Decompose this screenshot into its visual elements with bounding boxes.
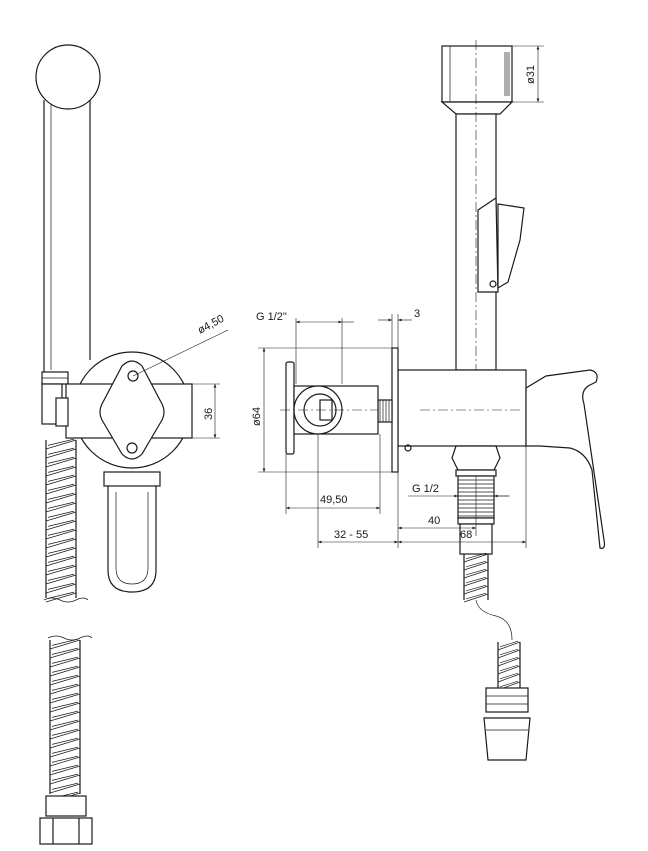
spray-head-side (440, 45, 514, 115)
hose-end-nut (39, 795, 93, 845)
wall-fitting (280, 361, 379, 455)
thread-outlet-label: G 1/2 (412, 483, 439, 495)
screw-hole-top (127, 370, 139, 382)
plate-width-label: 36 (203, 408, 215, 420)
lever-side (525, 369, 606, 549)
front-view: ø4,50 36 (35, 44, 229, 845)
thread-inlet-label: G 1/2" (256, 311, 287, 323)
thread-stub (377, 399, 393, 423)
spray-head-circle (35, 44, 101, 110)
adjust-range-label: 32 - 55 (334, 529, 368, 541)
hose-side (463, 552, 489, 603)
lever-front (107, 483, 157, 593)
head-diameter-label: ø31 (525, 65, 537, 84)
outlet-offset-label: 40 (428, 515, 440, 527)
trigger (477, 196, 499, 293)
depth-total-label: 49,50 (320, 494, 348, 506)
diamond-plate (99, 360, 165, 460)
hose-end-side (483, 687, 531, 761)
screw-hole-bottom (126, 442, 138, 454)
plate-thickness-label: 3 (414, 308, 420, 320)
hose-upper (45, 438, 77, 603)
body-length-label: 68 (460, 529, 472, 541)
handle-tube (43, 100, 91, 372)
side-view: ø31 (251, 40, 606, 761)
hose-lower (49, 638, 81, 803)
rosette-diameter-label: ø64 (251, 407, 263, 426)
wall-plate (391, 347, 399, 473)
valve-body (397, 369, 527, 447)
hose-side-lower (497, 640, 521, 691)
